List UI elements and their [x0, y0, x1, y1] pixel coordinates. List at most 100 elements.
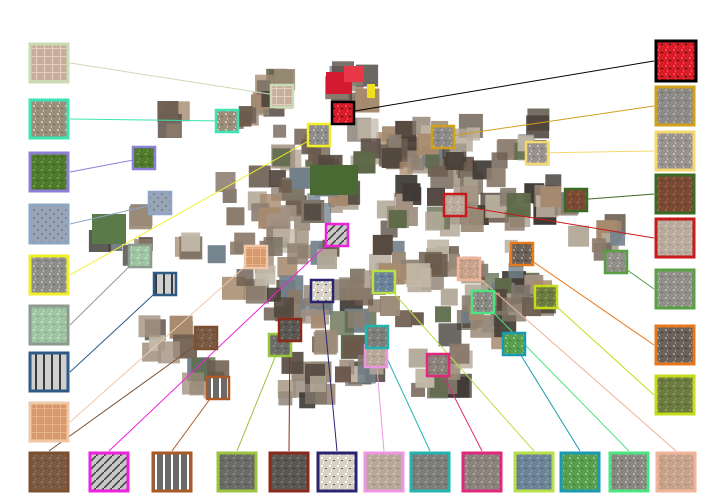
cloud-thumbnail — [181, 232, 201, 252]
cloud-thumbnail — [157, 341, 180, 364]
cloud-thumbnail — [347, 310, 365, 328]
cloud-thumbnail — [166, 123, 181, 138]
highlighted-thumbnail-bottom-10 — [371, 269, 397, 295]
callout-tile-bottom-3 — [151, 451, 193, 493]
cloud-thumbnail — [430, 165, 454, 189]
highlighted-thumbnail-left-2 — [214, 108, 240, 134]
cloud-thumbnail — [449, 128, 473, 152]
cloud-thumbnail — [272, 148, 291, 167]
highlighted-thumbnail-left-6 — [127, 243, 153, 269]
leader-line-left-3 — [69, 157, 145, 173]
highlighted-thumbnail-left-3 — [131, 145, 157, 171]
cloud-thumbnail — [157, 101, 179, 122]
highlighted-thumbnail-bottom-9 — [425, 352, 451, 378]
cloud-thumbnail — [226, 207, 245, 226]
cloud-thumbnail — [335, 366, 351, 383]
cloud-thumbnail — [317, 249, 337, 270]
callout-tile-bottom-6 — [316, 451, 358, 493]
cloud-thumbnail — [236, 269, 254, 286]
cloud-thumbnail — [339, 277, 363, 301]
callout-tile-left-1 — [28, 42, 70, 84]
thumbnail-cloud — [88, 61, 626, 409]
callout-tile-bottom-4 — [216, 451, 258, 493]
cloud-thumbnail — [470, 314, 494, 338]
cloud-thumbnail — [379, 296, 400, 316]
callout-tile-left-5 — [28, 254, 70, 296]
callout-tile-left-3 — [28, 151, 70, 193]
leader-line-left-4 — [69, 202, 161, 225]
leader-line-bottom-1 — [48, 337, 207, 452]
highlighted-thumbnail-left-1 — [269, 83, 295, 109]
leader-line-bottom-11 — [513, 343, 581, 452]
cloud-thumbnail — [313, 331, 337, 355]
highlighted-thumbnail-right-8 — [533, 284, 559, 310]
leader-line-bottom-10 — [383, 281, 535, 452]
cloud-thumbnail — [308, 148, 322, 161]
cloud-thumbnail — [169, 315, 193, 339]
cloud-thumbnail — [138, 315, 161, 338]
callout-tile-left-7 — [28, 351, 70, 393]
callout-tile-bottom-12 — [608, 451, 650, 493]
leader-line-left-8 — [69, 256, 257, 423]
highlighted-thumbnail-right-1 — [330, 100, 356, 126]
highlighted-thumbnail-left-8 — [243, 244, 269, 270]
callout-tile-bottom-1 — [28, 451, 70, 493]
highlighted-thumbnail-bottom-12 — [470, 289, 496, 315]
cloud-thumbnail — [294, 229, 309, 244]
highlighted-thumbnail-bottom-11 — [501, 331, 527, 357]
leader-line-right-2 — [442, 105, 655, 138]
cloud-thumbnail — [289, 167, 311, 189]
leader-line-left-7 — [69, 283, 166, 373]
cloud-thumbnail — [438, 323, 462, 347]
callout-tile-bottom-5 — [268, 451, 310, 493]
cloud-thumbnail — [506, 193, 531, 217]
cloud-thumbnail — [215, 172, 236, 192]
cloud-thumbnail — [526, 115, 550, 139]
leader-line-bottom-9 — [437, 364, 483, 452]
leader-line-left-2 — [69, 118, 228, 122]
highlighted-thumbnail-bottom-5 — [277, 317, 303, 343]
cloud-thumbnail — [254, 272, 268, 286]
cloud-thumbnail — [391, 240, 405, 254]
highlighted-thumbnail-right-7 — [509, 241, 535, 267]
highlighted-thumbnail-right-5 — [442, 192, 468, 218]
yellow-thumbnail — [367, 84, 375, 98]
cloud-thumbnail — [277, 380, 296, 398]
leader-line-bottom-12 — [482, 301, 630, 452]
callout-tile-right-2 — [654, 85, 696, 127]
callout-tile-right-5 — [654, 217, 696, 259]
cloud-thumbnail — [388, 210, 407, 229]
cloud-thumbnail — [381, 148, 402, 168]
cloud-thumbnail — [508, 263, 524, 279]
cloud-thumbnail — [445, 152, 464, 170]
cloud-thumbnail — [491, 152, 508, 169]
callout-tile-right-8 — [654, 374, 696, 416]
highlighted-thumbnail-left-4 — [147, 190, 173, 216]
cloud-thumbnail — [263, 307, 277, 321]
green-thumbnail — [310, 165, 358, 195]
callout-tile-left-6 — [28, 304, 70, 346]
highlighted-thumbnails — [127, 83, 629, 401]
highlighted-thumbnail-bottom-2 — [324, 222, 350, 248]
callout-tile-right-4 — [654, 173, 696, 215]
cloud-thumbnail — [357, 118, 379, 140]
cloud-thumbnail — [399, 161, 413, 175]
cloud-thumbnail — [281, 351, 304, 374]
red-thumbnail — [344, 66, 364, 82]
highlighted-thumbnail-right-2 — [430, 124, 456, 150]
leader-line-bottom-4 — [236, 344, 281, 452]
callout-tile-bottom-13 — [655, 451, 697, 493]
callout-tile-bottom-7 — [363, 451, 405, 493]
cloud-thumbnail — [263, 237, 283, 256]
highlighted-thumbnail-bottom-6 — [309, 278, 335, 304]
cloud-thumbnail — [388, 134, 402, 148]
callout-tile-right-7 — [654, 324, 696, 366]
cloud-thumbnail — [310, 375, 326, 392]
cloud-thumbnail — [440, 288, 458, 306]
cloud-thumbnail — [256, 80, 271, 95]
leader-line-right-8 — [545, 296, 655, 396]
highlighted-thumbnail-bottom-3 — [205, 375, 231, 401]
callout-tile-bottom-11 — [559, 451, 601, 493]
